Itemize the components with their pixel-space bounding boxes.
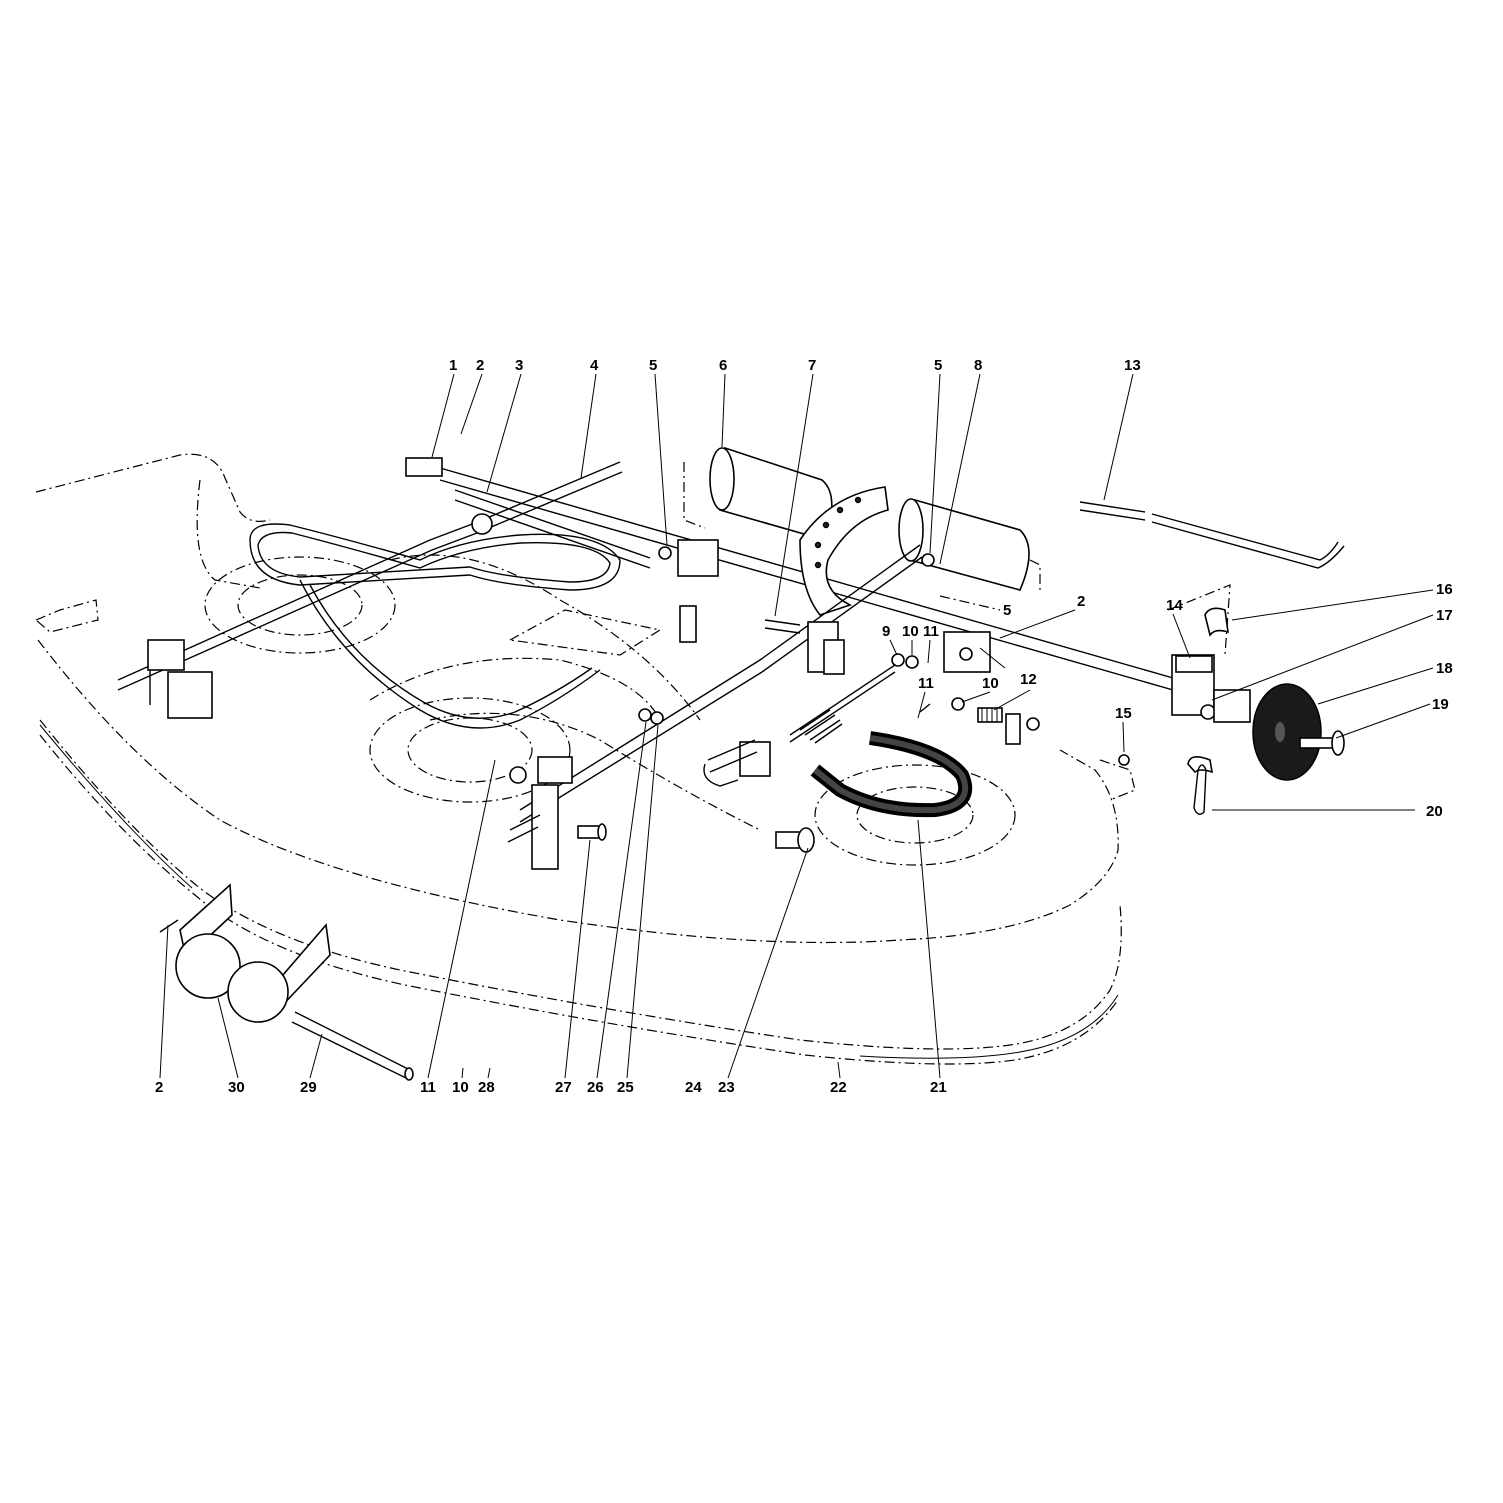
roller-left <box>683 446 833 541</box>
cotter-pin <box>919 703 931 713</box>
belt <box>249 523 621 729</box>
nut-26 <box>650 711 664 725</box>
callout-2: 2 <box>1077 593 1085 610</box>
roller-bracket-left <box>677 539 719 577</box>
idler-bracket <box>703 739 815 853</box>
callout-11: 11 <box>420 1079 436 1096</box>
handle-rod <box>1079 501 1345 569</box>
callout-5: 5 <box>1003 602 1011 619</box>
callout-30: 30 <box>228 1079 245 1096</box>
callout-22: 22 <box>830 1079 847 1096</box>
callout-12: 12 <box>1020 671 1037 688</box>
callout-7: 7 <box>808 357 816 374</box>
callout-10: 10 <box>982 675 999 692</box>
leader-lines <box>159 373 1434 1079</box>
wheel-bolt <box>1299 730 1345 756</box>
washer-5-left <box>658 546 672 560</box>
callout-10: 10 <box>902 623 919 640</box>
callout-9: 9 <box>882 623 890 640</box>
callout-14: 14 <box>1166 597 1183 614</box>
clevis-pin <box>577 823 607 841</box>
callout-23: 23 <box>718 1079 735 1096</box>
callout-25: 25 <box>617 1079 634 1096</box>
callout-10: 10 <box>452 1079 469 1096</box>
callout-20: 20 <box>1426 803 1443 820</box>
front-rollers <box>159 883 414 1081</box>
callout-28: 28 <box>478 1079 495 1096</box>
tension-spring <box>789 653 919 744</box>
u-bolt <box>1193 764 1207 815</box>
lift-arm <box>117 461 623 719</box>
callout-5: 5 <box>649 357 657 374</box>
callout-26: 26 <box>587 1079 604 1096</box>
callout-6: 6 <box>719 357 727 374</box>
roller-right <box>898 498 1041 611</box>
callout-5: 5 <box>934 357 942 374</box>
callout-13: 13 <box>1124 357 1141 374</box>
callout-2: 2 <box>476 357 484 374</box>
callout-3: 3 <box>515 357 523 374</box>
callout-18: 18 <box>1436 660 1453 677</box>
callout-1: 1 <box>449 357 457 374</box>
front-lift-arm <box>507 544 923 870</box>
wheel-bracket <box>1167 584 1251 774</box>
callout-2: 2 <box>155 1079 163 1096</box>
callout-labels: 1 2 3 4 5 6 7 5 8 13 16 14 17 5 2 9 10 1… <box>155 357 1453 1096</box>
nut-25 <box>638 708 652 722</box>
callout-24: 24 <box>685 1079 702 1096</box>
clip <box>679 605 697 643</box>
adjuster-assembly <box>943 631 1040 745</box>
deck-housing <box>34 453 1136 1065</box>
callout-8: 8 <box>974 357 982 374</box>
height-adjust-plate <box>764 486 889 634</box>
callout-21: 21 <box>930 1079 947 1096</box>
nut-15 <box>1118 754 1130 766</box>
callout-17: 17 <box>1436 607 1453 624</box>
callout-11: 11 <box>923 623 939 640</box>
callout-4: 4 <box>590 357 599 374</box>
washer-5-right <box>921 553 935 567</box>
callout-16: 16 <box>1436 581 1453 598</box>
callout-15: 15 <box>1115 705 1132 722</box>
lift-rod <box>454 489 651 569</box>
drive-belt <box>810 731 973 818</box>
callout-19: 19 <box>1432 696 1449 713</box>
mounting-bracket <box>405 457 443 477</box>
callout-29: 29 <box>300 1079 317 1096</box>
caster-wheel <box>1252 683 1322 781</box>
callout-11: 11 <box>918 675 934 692</box>
callout-27: 27 <box>555 1079 572 1096</box>
